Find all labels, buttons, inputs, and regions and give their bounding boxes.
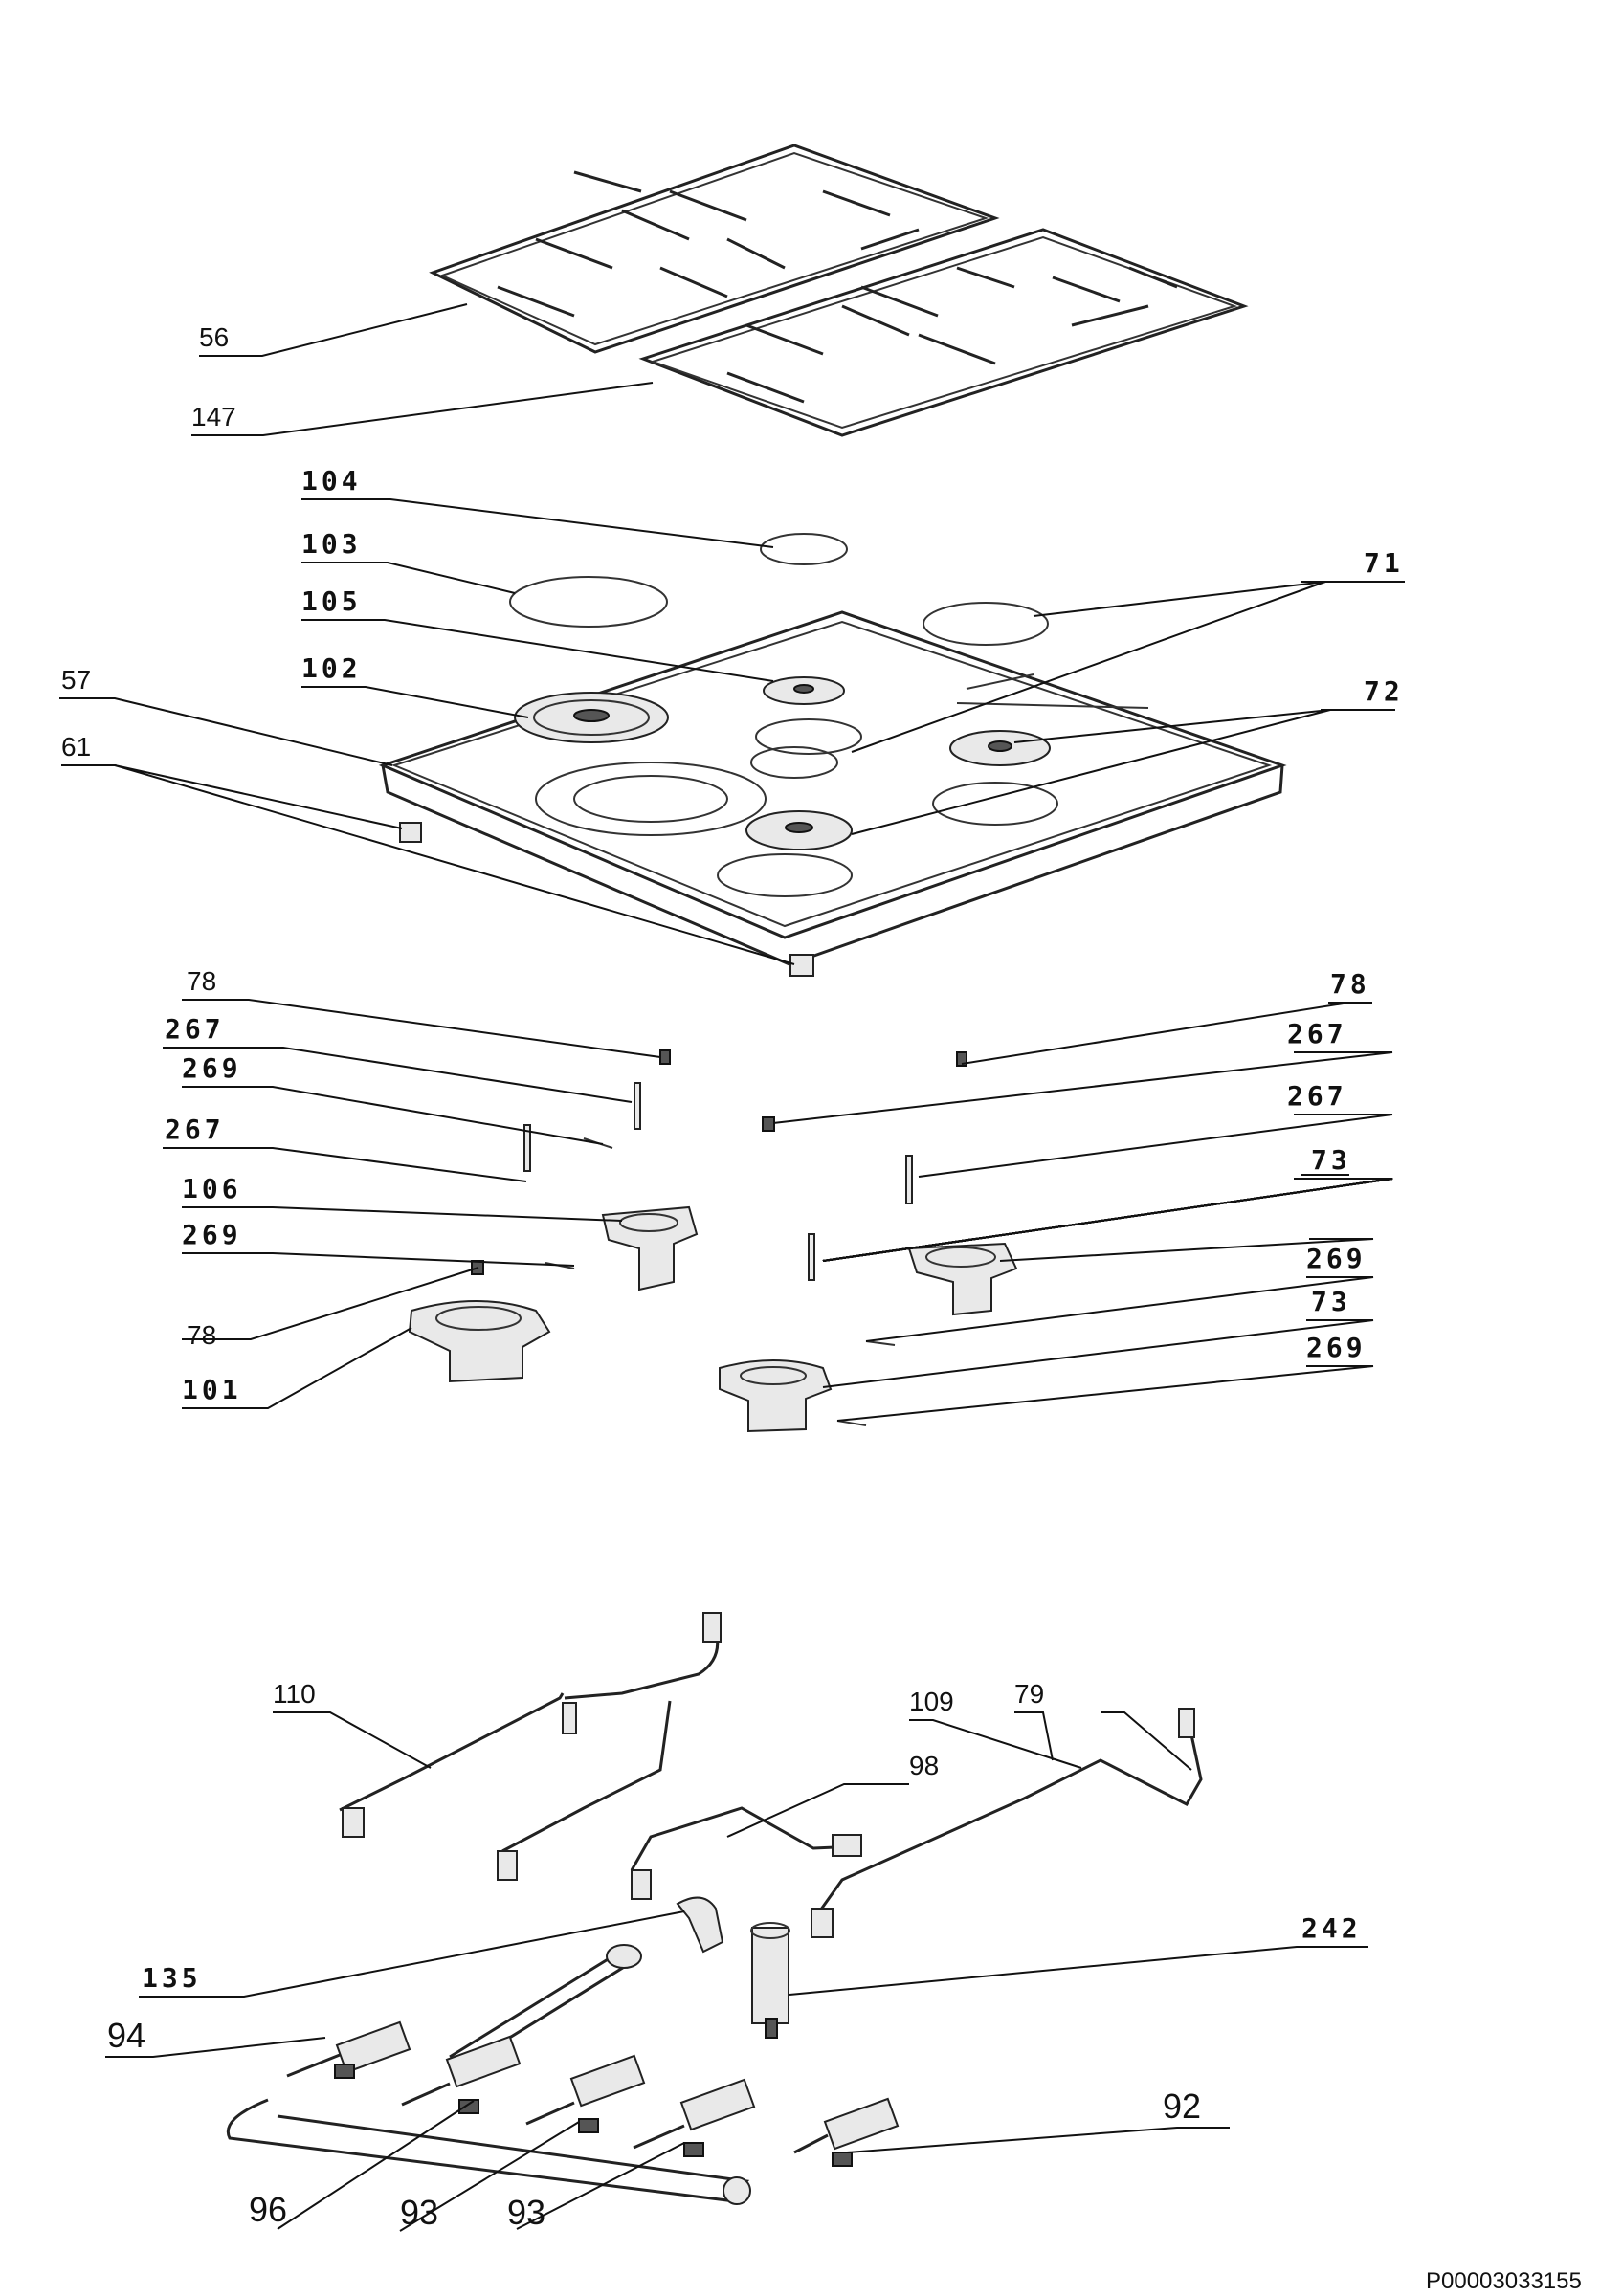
label-267-top-left: 267 [165, 1013, 225, 1045]
label-94: 94 [107, 2016, 145, 2055]
label-269-mid-left: 269 [182, 1219, 242, 1250]
label-93-right: 93 [507, 2193, 545, 2232]
part-labels: 56 147 104 103 105 102 57 61 71 72 78 26… [61, 322, 1404, 2232]
label-104: 104 [301, 465, 362, 497]
document-id: P00003033155 [1426, 2268, 1582, 2294]
burner-cup-73-upper [907, 1242, 1018, 1316]
label-78-top-left: 78 [187, 966, 216, 996]
burner-cap-right [923, 602, 1049, 646]
label-78-right: 78 [1330, 968, 1370, 1000]
burner-cap-center [750, 746, 838, 779]
gas-rail [227, 1944, 751, 2205]
gas-tap-94 [286, 2020, 411, 2079]
label-109: 109 [909, 1687, 954, 1716]
pan-support-right [638, 228, 1249, 437]
label-147: 147 [191, 402, 236, 431]
label-61: 61 [61, 732, 91, 762]
label-71: 71 [1364, 547, 1404, 579]
gas-pipe-110 [339, 1612, 722, 1838]
label-269-lower-right: 269 [1306, 1332, 1367, 1363]
burner-cup-73-lower [719, 1359, 833, 1433]
label-73-lower: 73 [1311, 1286, 1351, 1317]
label-102: 102 [301, 652, 362, 684]
label-269-top-left: 269 [182, 1052, 242, 1084]
elbow-fitting-135 [676, 1896, 724, 1954]
label-79: 79 [1014, 1679, 1044, 1709]
label-93-left: 93 [400, 2193, 438, 2232]
burner-auxiliary-front [745, 810, 853, 850]
burner-cup-106 [601, 1205, 699, 1292]
burner-cap-small [760, 533, 848, 565]
label-72: 72 [1364, 675, 1404, 707]
label-242: 242 [1301, 1912, 1362, 1944]
gas-tap-96 [401, 2035, 522, 2114]
gas-tap-93-left [525, 2054, 646, 2133]
label-96: 96 [249, 2190, 287, 2229]
label-103: 103 [301, 528, 362, 560]
burner-semi-rapid-right [949, 730, 1051, 766]
gas-pipe-79 [497, 1700, 672, 1881]
clip-left [399, 822, 422, 843]
label-105: 105 [301, 585, 362, 617]
label-267-mid-left: 267 [165, 1114, 225, 1145]
gas-tap-92 [793, 2097, 900, 2167]
label-269-upper-right: 269 [1306, 1243, 1367, 1274]
label-267-mid-right: 267 [1287, 1080, 1347, 1112]
gas-pipe-109 [811, 1708, 1203, 1938]
burner-semi-rapid-rear [763, 676, 845, 705]
label-106: 106 [182, 1173, 242, 1204]
hob-top-plate [378, 610, 1287, 966]
clip-front [789, 954, 814, 977]
connector-242 [750, 1922, 790, 2039]
burner-cap-large [509, 576, 668, 628]
gas-tap-93-right [633, 2078, 756, 2157]
leader-lines [59, 303, 1405, 2232]
label-101: 101 [182, 1374, 242, 1405]
pan-support-left [429, 144, 1000, 354]
label-78-bottom-left: 78 [187, 1320, 216, 1350]
label-110: 110 [273, 1679, 316, 1709]
label-98: 98 [909, 1751, 939, 1780]
small-components-right [762, 1051, 967, 1426]
label-73-upper: 73 [1311, 1144, 1351, 1176]
burner-rapid [514, 692, 669, 743]
burner-cup-101 [408, 1300, 551, 1383]
label-135: 135 [142, 1962, 202, 1994]
label-92: 92 [1163, 2086, 1201, 2126]
gas-pipe-98 [630, 1806, 862, 1900]
label-56: 56 [199, 322, 229, 352]
label-267-top-right: 267 [1287, 1018, 1347, 1049]
label-57: 57 [61, 665, 91, 695]
